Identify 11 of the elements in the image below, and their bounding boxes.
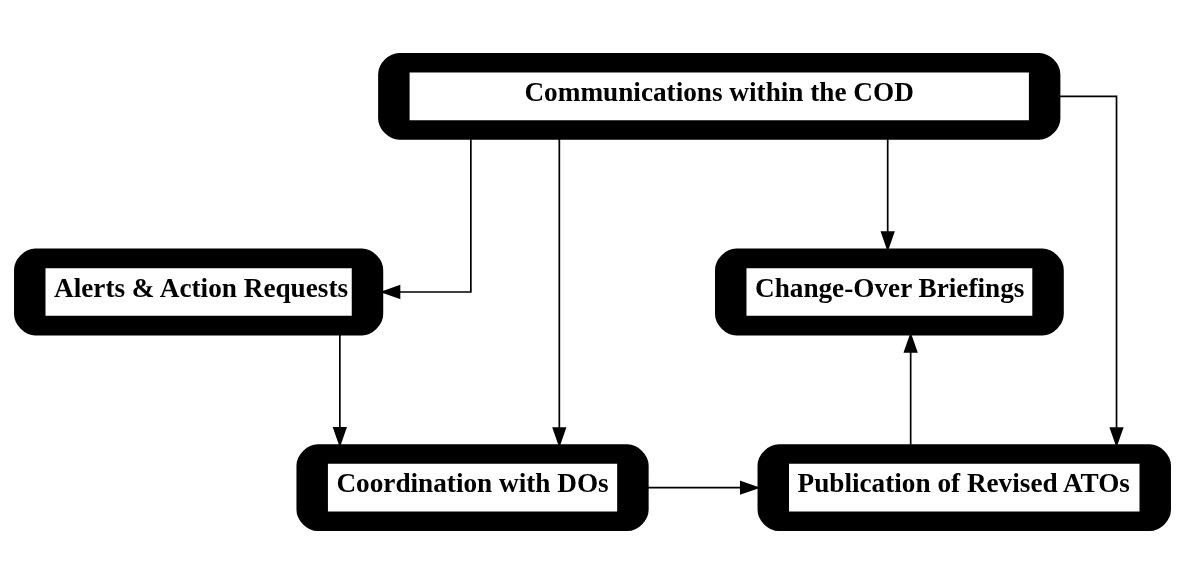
arrow [880,138,895,252]
arrow [647,480,761,495]
node-box: Alerts & Action Requests [14,248,384,336]
arrow [332,334,347,448]
node-box: Communications within the COD [378,52,1061,140]
arrow [1058,95,1124,448]
node-box: Publication of Revised ATOs [757,444,1171,532]
node-box: Change-Over Briefings [715,248,1064,336]
node-box: Coordination with DOs [296,444,649,532]
arrow [552,138,567,448]
arrow [903,332,918,446]
